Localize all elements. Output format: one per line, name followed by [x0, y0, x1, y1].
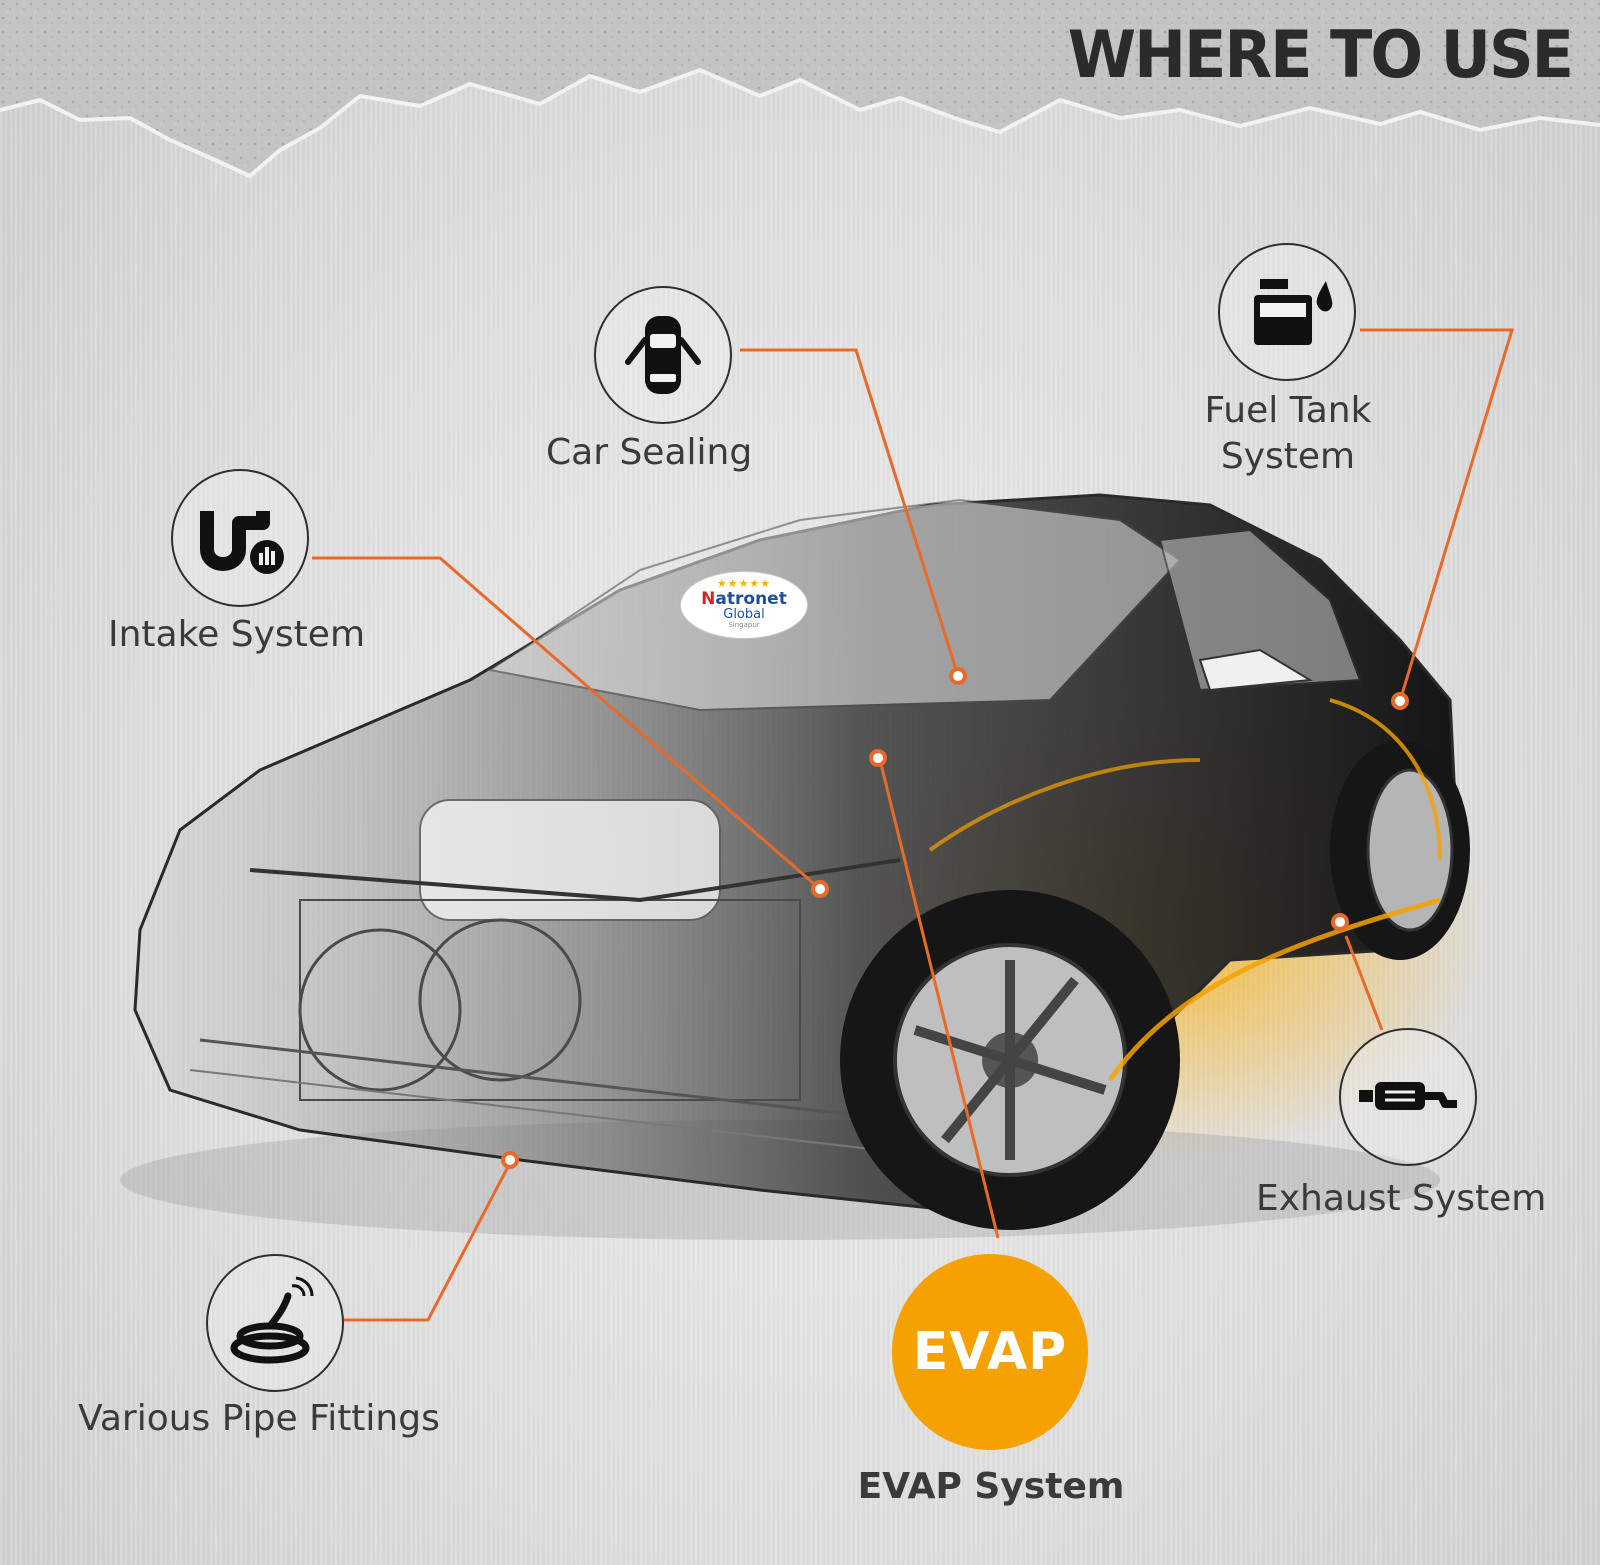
pipe-fittings-icon-circle	[206, 1254, 344, 1392]
logo-subtitle: Global	[723, 607, 765, 622]
intake-icon-circle	[171, 469, 309, 607]
hose-coil-icon	[230, 1276, 314, 1364]
evap-badge-text: EVAP	[912, 1322, 1068, 1382]
car-sealing-label: Car Sealing	[546, 432, 753, 473]
evap-badge: EVAP	[892, 1254, 1088, 1450]
fuel-tank-icon-circle	[1218, 243, 1356, 381]
exhaust-icon-circle	[1339, 1028, 1477, 1166]
evap-system-label: EVAP System	[857, 1466, 1125, 1507]
torn-concrete-header	[0, 0, 1600, 179]
rating-stars: ★★★★★	[716, 577, 772, 590]
intake-label: Intake System	[108, 614, 366, 655]
car-sealing-icon-circle	[594, 286, 732, 424]
car-door-icon	[625, 316, 701, 394]
exhaust-label: Exhaust System	[1256, 1178, 1547, 1219]
intake-pipe-icon	[200, 511, 284, 574]
fuel-tank-icon	[1254, 279, 1333, 345]
pipe-fittings-label: Various Pipe Fittings	[78, 1398, 440, 1439]
exhaust-muffler-icon	[1359, 1082, 1457, 1110]
page-title: WHERE TO USE	[1067, 16, 1574, 93]
natronet-logo: ★★★★★ Natronet Global Singapur	[680, 571, 808, 639]
fuel-tank-label: Fuel Tank System	[1204, 390, 1372, 477]
logo-brand: Natronet	[701, 589, 787, 609]
logo-location: Singapur	[728, 621, 760, 629]
